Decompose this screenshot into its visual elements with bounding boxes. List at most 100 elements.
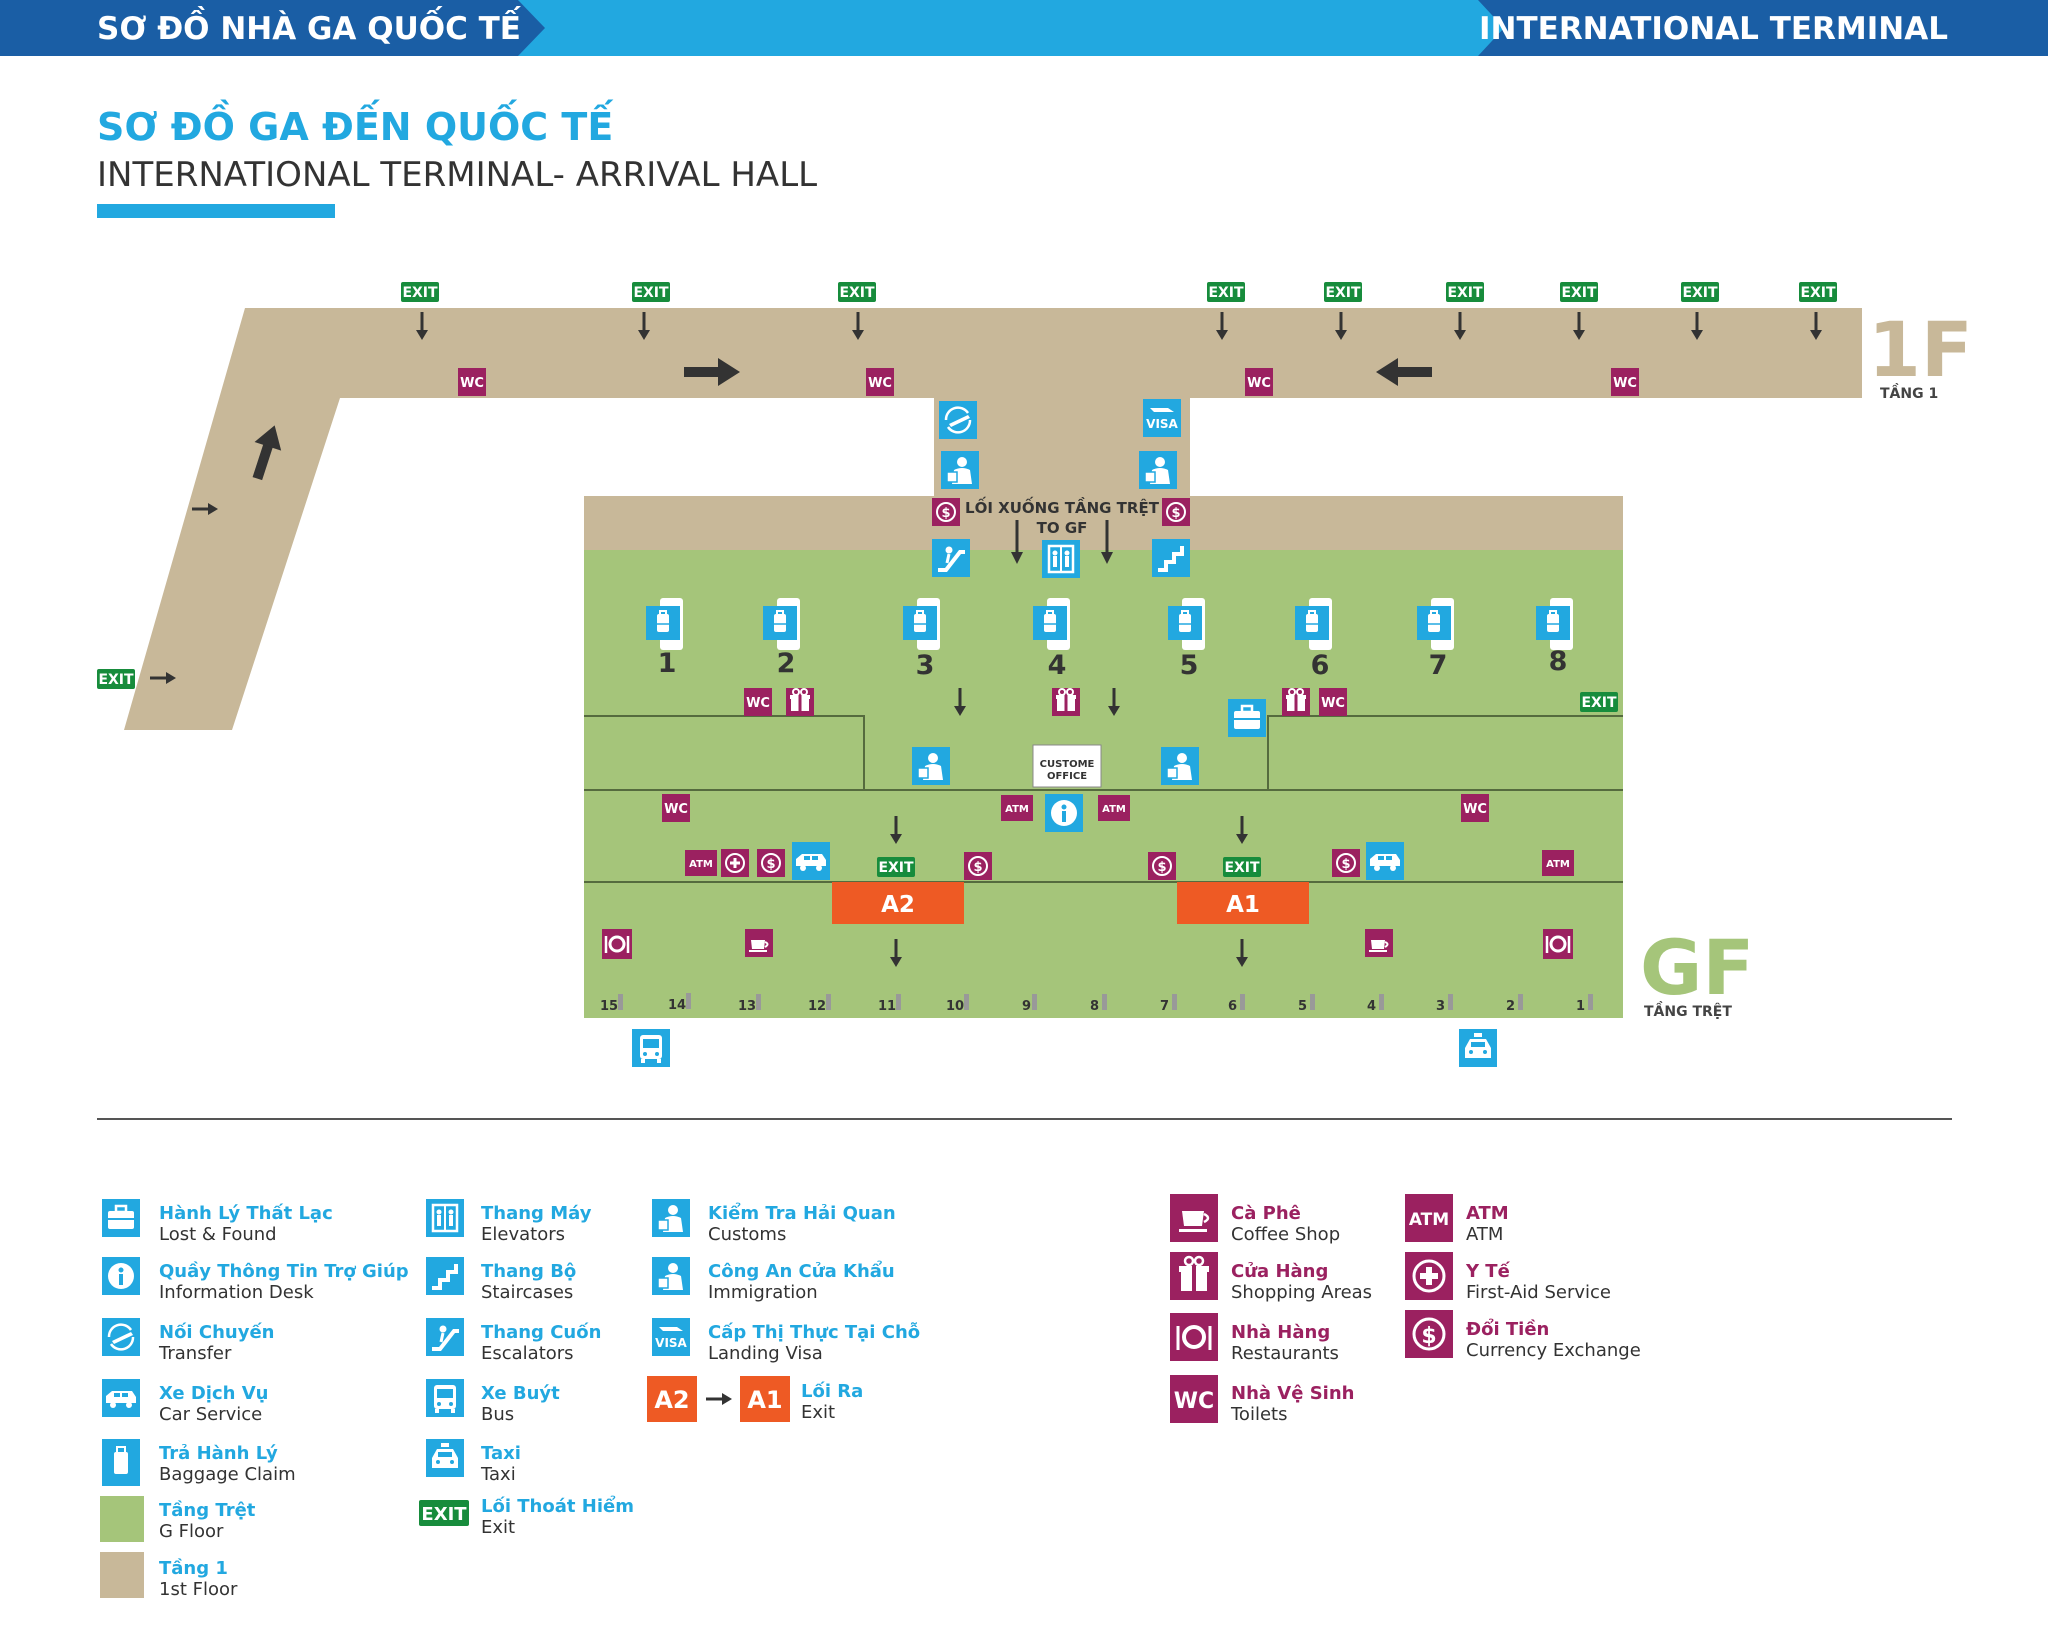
exit-a1: A1 [1177, 882, 1309, 924]
banner-left-title: SƠ ĐỒ NHÀ GA QUỐC TẾ [97, 6, 522, 47]
legend-emergency-exit: EXIT Lối Thoát Hiểm Exit [419, 1495, 634, 1538]
wc-icon [1245, 368, 1273, 396]
svg-text:Lost & Found: Lost & Found [159, 1224, 277, 1245]
escalator-icon [424, 1316, 466, 1358]
immigration-icon [940, 450, 980, 490]
svg-text:Toilets: Toilets [1230, 1404, 1287, 1425]
svg-text:Landing Visa: Landing Visa [708, 1343, 823, 1364]
svg-text:CUSTOME: CUSTOME [1040, 759, 1095, 770]
staircase-icon [1150, 537, 1192, 579]
svg-text:Elevators: Elevators [481, 1224, 565, 1245]
svg-text:Kiểm Tra Hải Quan: Kiểm Tra Hải Quan [708, 1202, 896, 1224]
wc-icon [458, 368, 486, 396]
coffee-icon [744, 928, 774, 958]
lost-found-icon [100, 1197, 142, 1239]
svg-text:Car Service: Car Service [159, 1404, 262, 1425]
svg-text:Đổi Tiền: Đổi Tiền [1466, 1318, 1549, 1340]
top-banner: SƠ ĐỒ NHÀ GA QUỐC TẾ INTERNATIONAL TERMI… [0, 0, 2048, 56]
currency-exchange-icon [1147, 851, 1177, 881]
svg-text:8: 8 [1090, 999, 1099, 1014]
svg-text:Lối Thoát Hiểm: Lối Thoát Hiểm [481, 1495, 634, 1517]
svg-text:ATM: ATM [1466, 1224, 1503, 1245]
legend-restaurants: Nhà Hàng Restaurants [1170, 1313, 1339, 1364]
svg-text:Currency Exchange: Currency Exchange [1466, 1340, 1641, 1361]
atm-icon [685, 850, 717, 876]
wc-icon [866, 368, 894, 396]
car-service-icon [102, 1379, 140, 1417]
svg-text:Thang Bộ: Thang Bộ [481, 1261, 576, 1282]
exit-sign [1446, 282, 1484, 302]
wc-icon [744, 688, 772, 716]
floor-gf-code: GF [1640, 923, 1754, 1012]
landing-visa-icon [652, 1318, 690, 1356]
svg-text:OFFICE: OFFICE [1047, 771, 1087, 782]
transfer-icon [100, 1316, 142, 1358]
car-service-icon [792, 842, 830, 880]
legend-info-desk: Quầy Thông Tin Trợ Giúp Information Desk [102, 1257, 409, 1303]
svg-text:Baggage Claim: Baggage Claim [159, 1464, 296, 1485]
banner-right-title: INTERNATIONAL TERMINAL [1479, 11, 1948, 47]
legend-transfer: Nối Chuyến Transfer [100, 1316, 274, 1364]
belt-number: 4 [1048, 650, 1067, 681]
svg-text:G Floor: G Floor [159, 1521, 224, 1542]
svg-text:Lối Ra: Lối Ra [801, 1381, 863, 1402]
svg-text:7: 7 [1160, 999, 1169, 1014]
page-heading: SƠ ĐỒ GA ĐẾN QUỐC TẾ INTERNATIONAL TERMI… [97, 100, 817, 218]
currency-exchange-icon [1161, 497, 1191, 527]
svg-text:ATM: ATM [1466, 1203, 1509, 1224]
svg-text:WC: WC [1174, 1389, 1214, 1414]
belt-number: 5 [1180, 650, 1199, 681]
legend-exit-route: A2 A1 Lối Ra Exit [647, 1376, 863, 1423]
wc-icon [662, 794, 690, 822]
exit-sign [1207, 282, 1245, 302]
wc-icon [1611, 368, 1639, 396]
transfer-icon [937, 399, 979, 441]
svg-text:12: 12 [808, 999, 826, 1014]
atm-icon [1001, 795, 1033, 821]
elevator-icon [424, 1197, 466, 1239]
exit-sign [1223, 857, 1261, 877]
landing-visa-icon [1143, 399, 1181, 437]
svg-text:6: 6 [1228, 999, 1237, 1014]
legend-customs: Kiểm Tra Hải Quan Customs [651, 1198, 896, 1245]
legend: Hành Lý Thất Lạc Lost & Found Quầy Thông… [100, 1194, 1641, 1600]
descend-label-vi: LỐI XUỐNG TẦNG TRỆT [965, 496, 1160, 517]
coffee-icon [1364, 928, 1394, 958]
svg-text:Hành Lý Thất Lạc: Hành Lý Thất Lạc [159, 1203, 333, 1224]
shopping-icon [1051, 687, 1081, 717]
exit-sign [401, 282, 439, 302]
svg-text:A2: A2 [881, 892, 915, 918]
svg-text:EXIT: EXIT [421, 1504, 467, 1525]
belt-number: 8 [1549, 646, 1568, 677]
exit-sign [97, 669, 135, 689]
atm-icon [1405, 1194, 1453, 1242]
legend-lost-found: Hành Lý Thất Lạc Lost & Found [100, 1197, 333, 1245]
exit-sign [632, 282, 670, 302]
svg-text:A1: A1 [747, 1386, 782, 1414]
belt-number: 1 [658, 648, 677, 679]
exit-sign [419, 1500, 469, 1526]
svg-text:1: 1 [1576, 999, 1585, 1014]
customs-icon [1160, 746, 1200, 786]
floor-1f-label: TẦNG 1 [1880, 383, 1938, 402]
first-floor-swatch [100, 1552, 144, 1598]
customs-office: CUSTOME OFFICE [1032, 744, 1102, 788]
svg-text:Transfer: Transfer [158, 1343, 232, 1364]
floor-plan: 1F TẦNG 1 GF TẦNG TRỆT [97, 282, 1973, 1067]
svg-text:15: 15 [600, 999, 618, 1014]
door-numbers: 15 14 13 12 11 10 9 8 7 6 5 4 3 2 1 [600, 993, 1593, 1014]
descend-label-en: TO GF [1037, 519, 1088, 537]
immigration-icon [651, 1256, 691, 1296]
heading-title-en: INTERNATIONAL TERMINAL- ARRIVAL HALL [97, 155, 817, 195]
exit-sign [1560, 282, 1598, 302]
belt-number: 2 [777, 648, 796, 679]
currency-exchange-icon [756, 848, 786, 878]
legend-landing-visa: Cấp Thị Thực Tại Chỗ Landing Visa [652, 1318, 920, 1364]
staircase-icon [424, 1255, 466, 1297]
svg-text:13: 13 [738, 999, 756, 1014]
legend-atm: ATM ATM ATM [1405, 1194, 1509, 1245]
svg-text:Taxi: Taxi [481, 1443, 521, 1464]
svg-text:Escalators: Escalators [481, 1343, 574, 1364]
svg-text:4: 4 [1367, 999, 1376, 1014]
svg-text:Coffee Shop: Coffee Shop [1231, 1224, 1340, 1245]
